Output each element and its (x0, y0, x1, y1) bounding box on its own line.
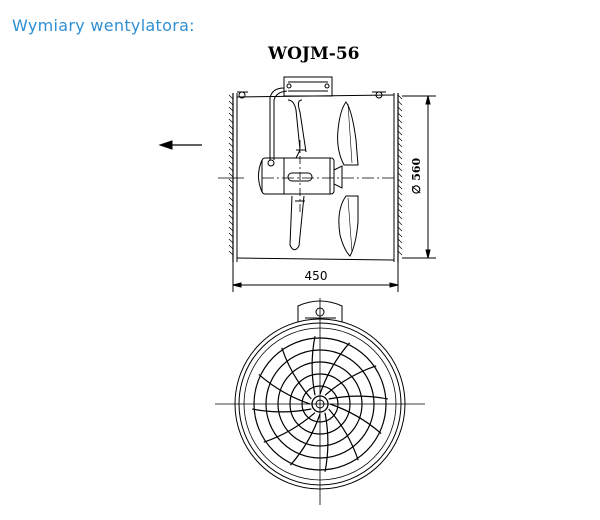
front-center-axis (215, 298, 425, 505)
diameter-dimension (402, 95, 436, 259)
guard-spoke (258, 373, 311, 405)
guard-spoke (311, 336, 316, 396)
front-view (215, 298, 425, 505)
guard-spoke (328, 395, 388, 400)
guard-spoke (319, 342, 351, 395)
guard-spoke (329, 403, 382, 435)
guard-spoke (289, 413, 321, 466)
length-label: 450 (305, 269, 328, 283)
guard-spoke (324, 412, 329, 472)
side-view (158, 76, 436, 292)
motor-bracket (287, 99, 307, 251)
airflow-arrow (158, 140, 202, 150)
guard-spoke (281, 347, 312, 400)
section-heading: Wymiary wentylatora: (12, 16, 195, 35)
fan-housing (228, 91, 403, 262)
guard-spoke (328, 408, 359, 461)
guard-spoke (252, 408, 312, 413)
center-axis (218, 140, 395, 215)
diameter-label: ∅ 560 (410, 157, 423, 194)
guard-spoke (263, 412, 316, 443)
model-name: WOJM-56 (268, 44, 360, 64)
guard-spoke (324, 365, 377, 396)
length-dimension (232, 262, 399, 292)
terminal-box (269, 76, 333, 160)
motor (258, 157, 343, 195)
impeller-blade (337, 101, 359, 257)
